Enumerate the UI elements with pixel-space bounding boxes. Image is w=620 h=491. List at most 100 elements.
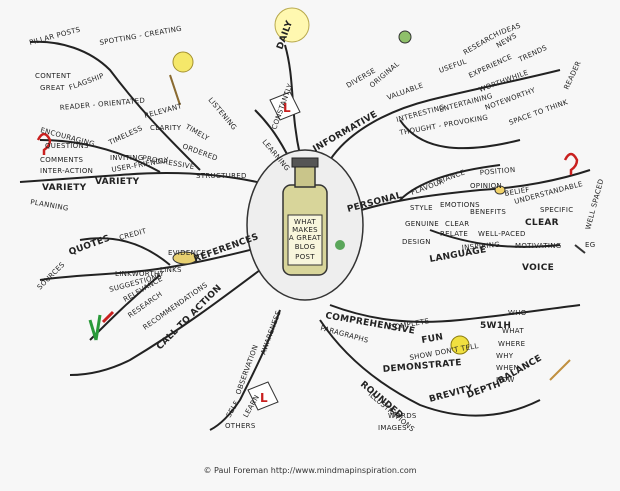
center-line3: A GREAT [289, 234, 322, 242]
label-who: WHO [508, 309, 527, 317]
branch-upper-left [29, 40, 201, 171]
l-plate-letter-top: L [283, 101, 291, 115]
label-timeless: TIMELESS [107, 124, 145, 147]
label-self: SELF [225, 399, 241, 419]
label-listening: LISTENING [206, 96, 238, 132]
question-mark-icon-right [563, 152, 579, 175]
label-images: IMAGES [378, 424, 407, 432]
branch-references [39, 244, 271, 281]
central-image: WHAT MAKES A GREAT BLOG POST [246, 149, 364, 301]
label-links: LINKS [160, 266, 182, 274]
l-plate-letter-bottom: L [260, 391, 268, 405]
label-specific: SPECIFIC [540, 206, 573, 214]
label-inspiring: INSPIRING [461, 241, 500, 252]
l-plate-icon-bottom [247, 381, 279, 411]
branch-rounded [319, 319, 541, 417]
label-reader-orientated: READER - ORIENTATED [59, 97, 145, 112]
label-position: POSITION [479, 166, 515, 177]
sub-ref-1 [79, 237, 171, 266]
branch-informative [329, 69, 561, 161]
label-opinion: OPINION [470, 182, 502, 190]
label-genuine: GENUINE [405, 220, 439, 228]
label-interaction: INTER-ACTION [40, 167, 93, 175]
pencil-icon [574, 244, 586, 254]
label-space-to-think: SPACE TO THINK [508, 98, 569, 127]
label-relate: RELATE [440, 230, 468, 238]
label-timely: TIMELY [183, 122, 211, 143]
branch-call [69, 269, 261, 376]
question-mark-icon-left [36, 132, 52, 155]
label-reader: READER [563, 60, 583, 91]
label-great: GREAT [40, 84, 65, 92]
label-flagship: FLAGSHIP [68, 72, 105, 92]
label-trends: TRENDS [517, 44, 549, 65]
label-fun: FUN [421, 332, 444, 346]
label-useful: USEFUL [438, 57, 468, 74]
label-credit: CREDIT [118, 227, 147, 242]
sun-icon [274, 7, 310, 43]
lightbulb-icon [172, 51, 194, 73]
label-questions: QUESTIONS [45, 142, 89, 150]
center-line2: MAKES [292, 226, 318, 234]
label-inviting: INVITING [110, 154, 144, 162]
label-clear-1: CLEAR [525, 218, 559, 228]
label-relevant: RELEVANT [143, 102, 183, 120]
label-spotting: SPOTTING - CREATING [99, 25, 183, 47]
center-line1: WHAT [294, 218, 316, 226]
smiley-icon [450, 335, 470, 355]
branch-personal [344, 169, 591, 216]
sub-info-1 [399, 119, 521, 150]
label-motivating: MOTIVATING [515, 242, 561, 250]
center-line4: BLOG [295, 243, 316, 251]
hat-icon [172, 251, 198, 265]
branch-awareness [209, 309, 281, 431]
label-informative: INFORMATIVE [312, 110, 380, 155]
label-linkworthy: LINKWORTHY [115, 270, 165, 278]
branch-lines [19, 40, 591, 431]
palm-tree-icon [169, 74, 181, 106]
branch-comprehensive [329, 304, 581, 323]
label-ordered: ORDERED [181, 142, 218, 162]
label-when: WHEN [496, 364, 519, 372]
label-style: STYLE [410, 204, 433, 212]
bottle-label [287, 214, 323, 266]
eyes-icon [494, 185, 506, 195]
arrow-icon [101, 310, 115, 324]
label-content: CONTENT [35, 72, 71, 80]
bottle-neck [294, 164, 316, 188]
label-eg: EG [585, 241, 595, 249]
sub-personal-1 [399, 164, 501, 201]
l-plate-icon-top [269, 91, 301, 121]
copyright-credit: © Paul Foreman http://www.mindmapinspira… [203, 466, 417, 475]
label-why: WHY [496, 352, 514, 360]
label-what: WHAT [502, 327, 524, 335]
label-benefits: BENEFITS [470, 208, 506, 216]
label-sources: SOURCES [36, 261, 67, 292]
balance-figure-icon [549, 359, 571, 381]
sub-personal-2 [429, 229, 561, 248]
label-others: OTHERS [225, 422, 256, 430]
label-where: WHERE [498, 340, 525, 348]
label-clear-2: CLEAR [445, 220, 469, 228]
frog-icon [398, 30, 412, 44]
label-demonstrate: DEMONSTRATE [382, 358, 462, 375]
label-how: HOW [496, 376, 515, 384]
bottle-cap [291, 157, 319, 168]
label-5w1h: 5W1H [480, 321, 511, 331]
label-awareness: AWARENESS [259, 309, 282, 355]
label-evidence: EVIDENCE [168, 249, 206, 257]
branch-structured [19, 172, 271, 186]
plus-icon [335, 240, 345, 250]
label-planning: PLANNING [30, 198, 69, 213]
label-valuable: VALUABLE [386, 81, 425, 102]
label-well-paced: WELL-PACED [478, 230, 526, 238]
center-line5: POST [295, 253, 315, 261]
label-design: DESIGN [402, 238, 431, 246]
label-voice: VOICE [522, 263, 554, 273]
label-variety-2: VARIETY [95, 177, 140, 187]
label-language: LANGUAGE [429, 245, 487, 265]
label-words: WORDS [388, 412, 417, 420]
sub-struct-1 [39, 139, 161, 173]
